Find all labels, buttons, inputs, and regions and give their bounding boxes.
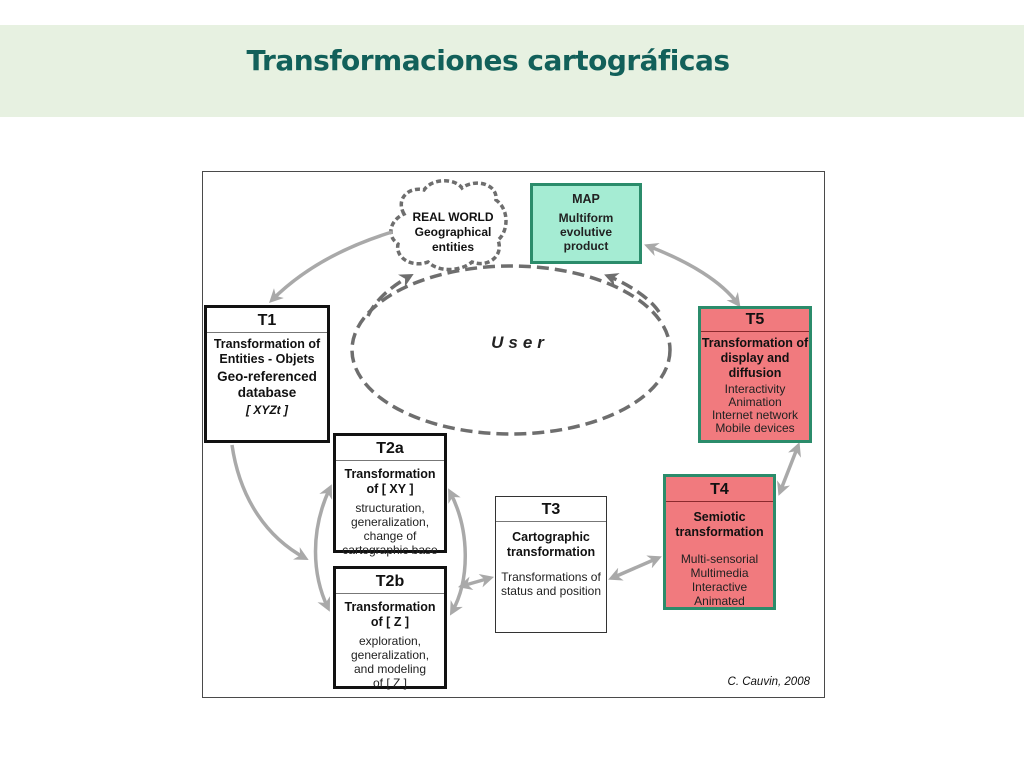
t5-detail-2: Animation	[728, 395, 782, 409]
t5-detail-4: Mobile devices	[715, 421, 795, 435]
t1-code: [ XYZt ]	[246, 403, 288, 417]
t5-detail-1: Interactivity	[724, 382, 786, 396]
t5-box: T5 Transformation of display and diffusi…	[698, 306, 812, 443]
t3-header: T3	[496, 497, 606, 522]
t5-details: Interactivity Animation Internet network…	[701, 383, 809, 435]
real-world-label: REAL WORLD Geographical entities	[398, 210, 508, 255]
t2a-detail-3: change of	[363, 529, 417, 543]
t4-box: T4 Semiotic transformation Multi-sensori…	[663, 474, 776, 610]
real-world-cloud	[389, 179, 508, 272]
t2b-detail-2: generalization,	[350, 648, 430, 662]
t2a-details: structuration, generalization, change of…	[336, 501, 444, 557]
arrow-map-to-t5	[644, 242, 741, 308]
t2a-detail-4: cartographic base	[342, 543, 438, 557]
t4-detail-3: Interactive	[691, 580, 748, 594]
arrow-real-world-to-t1	[269, 230, 393, 303]
t5-detail-3: Internet network	[711, 408, 799, 422]
t2b-title: Transformation	[344, 600, 436, 614]
real-world-line-2: Geographical	[414, 225, 492, 239]
user-ellipse	[350, 264, 672, 436]
t2a-box: T2a Transformation of [ XY ] structurati…	[333, 433, 447, 557]
t1-box: T1 Transformation of Entities - Objets G…	[204, 305, 330, 443]
t4-detail-1: Multi-sensorial	[680, 552, 759, 566]
t1-title: Transformation of Entities - Objets	[213, 337, 321, 366]
map-description: Multiform evolutive product	[533, 211, 639, 253]
t4-detail-4: Animated	[694, 594, 745, 608]
arrow-t1-to-t2b	[230, 444, 309, 560]
t1-header: T1	[207, 308, 327, 333]
credit-label: C. Cauvin, 2008	[727, 676, 810, 688]
user-arrow-to-real-world	[366, 273, 414, 317]
t2a-title-of: of [ XY ]	[366, 482, 414, 496]
user-arrow-to-map	[604, 273, 661, 314]
t2a-detail-2: generalization,	[350, 515, 430, 529]
real-world-line-1: REAL WORLD	[412, 210, 494, 224]
t3-details: Transformations of status and position	[500, 570, 602, 598]
t4-detail-2: Multimedia	[690, 566, 749, 580]
map-title: MAP	[572, 192, 600, 206]
t2b-detail-4: of [ Z ]	[372, 676, 407, 690]
slide-title: Transformaciones cartográficas	[246, 44, 731, 77]
map-line-1: Multiform	[558, 211, 614, 225]
t5-header: T5	[701, 309, 809, 332]
t2b-title-of: of [ Z ]	[370, 615, 410, 629]
t1-main: Geo-referenced database	[217, 369, 317, 400]
user-label: User	[491, 333, 549, 352]
arrow-t3-to-t4	[608, 555, 662, 581]
t3-box: T3 Cartographic transformation Transform…	[495, 496, 607, 633]
title-band	[0, 25, 1024, 117]
t2b-detail-3: and modeling	[353, 662, 427, 676]
t5-title: Transformation of display and diffusion	[701, 336, 809, 380]
t4-details: Multi-sensorial Multimedia Interactive A…	[666, 552, 773, 608]
real-world-line-3: entities	[431, 240, 474, 254]
t2a-header: T2a	[336, 436, 444, 461]
t2a-title: Transformation	[344, 467, 436, 481]
map-line-2: evolutive	[559, 225, 613, 239]
map-box: MAP Multiform evolutive product	[530, 183, 642, 264]
arrow-t2-loop-right	[448, 488, 467, 616]
arrow-t2-loop-left	[313, 484, 333, 612]
t4-title: Semiotic transformation	[675, 510, 764, 539]
t2b-detail-1: exploration,	[358, 634, 422, 648]
arrow-t2-to-t3	[457, 573, 495, 591]
t2b-header: T2b	[336, 569, 444, 594]
t3-title: Cartographic transformation	[506, 530, 596, 559]
t2b-box: T2b Transformation of [ Z ] exploration,…	[333, 566, 447, 690]
t2b-details: exploration, generalization, and modelin…	[336, 634, 444, 690]
map-line-3: product	[563, 239, 609, 253]
arrow-t4-to-t5	[777, 442, 801, 496]
t2a-detail-1: structuration,	[355, 501, 425, 515]
t4-header: T4	[666, 477, 773, 502]
